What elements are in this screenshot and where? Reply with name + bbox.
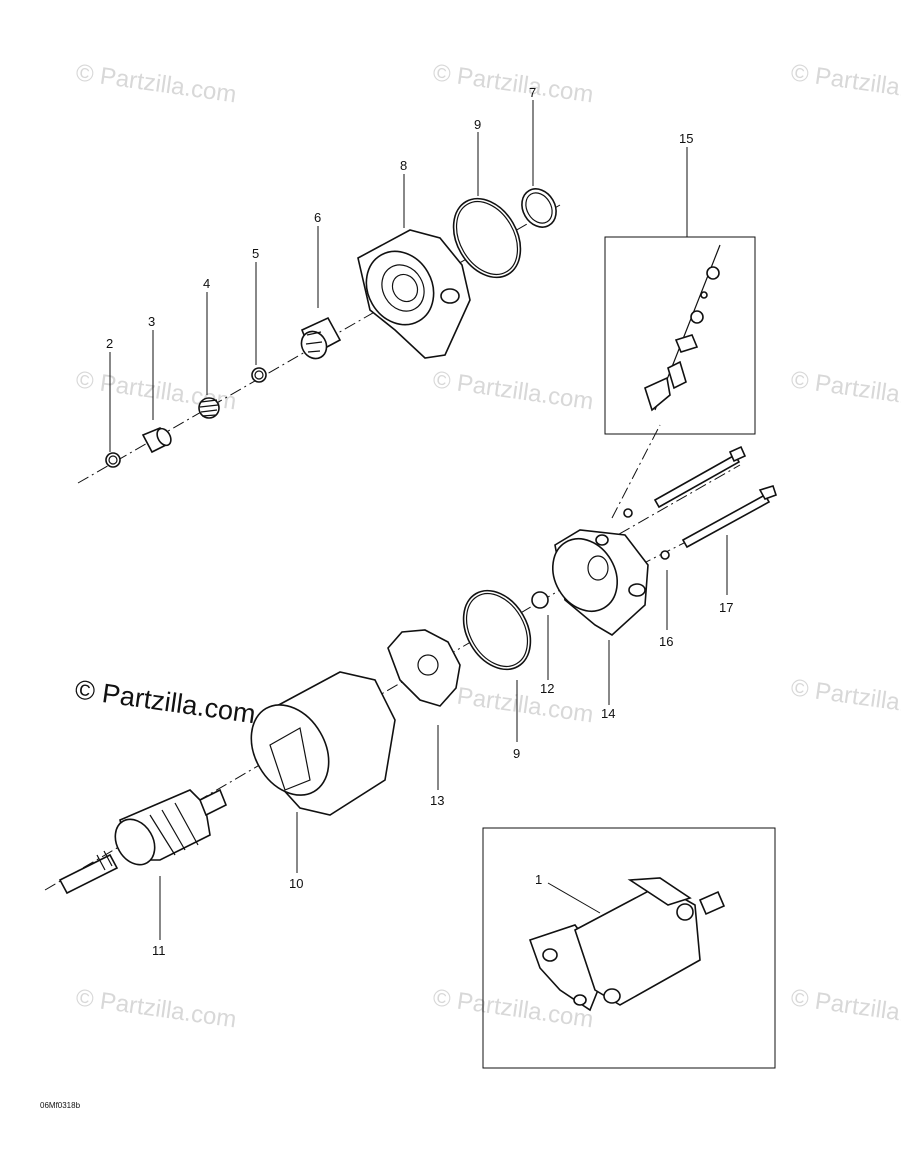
callout-label: 5 bbox=[252, 246, 259, 261]
nut-part bbox=[623, 508, 670, 560]
watermark: © Partzilla.com bbox=[789, 674, 901, 723]
callout-label: 17 bbox=[719, 600, 733, 615]
watermark-main: © Partzilla.com bbox=[73, 674, 257, 729]
watermark: © Partzilla.com bbox=[789, 366, 901, 415]
drive-housing-part bbox=[357, 229, 471, 359]
starter-assembly-inset-frame bbox=[482, 827, 776, 1069]
callout-label: 15 bbox=[679, 131, 693, 146]
brush-plate-part bbox=[387, 629, 461, 707]
callout-label: 16 bbox=[659, 634, 673, 649]
watermark: © Partzilla.com bbox=[431, 59, 595, 108]
watermark: © Partzilla.com bbox=[74, 984, 238, 1033]
o-ring-lower-part bbox=[462, 589, 532, 671]
callout-labels: 1 2 3 4 5 6 7 8 9 9 10 11 12 13 14 15 16… bbox=[106, 85, 733, 958]
o-ring-part bbox=[452, 197, 522, 279]
leader-lines bbox=[109, 100, 728, 940]
brush-assembly-inset-frame bbox=[604, 236, 756, 435]
callout-label: 9 bbox=[513, 746, 520, 761]
callout-label: 12 bbox=[540, 681, 554, 696]
callout-label: 1 bbox=[535, 872, 542, 887]
callout-label: 8 bbox=[400, 158, 407, 173]
callout-label: 11 bbox=[152, 943, 166, 958]
callout-label: 9 bbox=[474, 117, 481, 132]
callout-label: 13 bbox=[430, 793, 444, 808]
washer-part bbox=[251, 367, 267, 383]
armature-part bbox=[58, 788, 228, 895]
drawing-code: 06Mf0318b bbox=[40, 1101, 81, 1110]
small-o-ring-part bbox=[531, 591, 549, 609]
callout-label: 7 bbox=[529, 85, 536, 100]
starter-assembly-part bbox=[528, 877, 726, 1012]
snap-ring-part bbox=[105, 452, 121, 468]
watermark: © Partzilla.com bbox=[789, 984, 901, 1033]
watermark: © Partzilla.com bbox=[74, 59, 238, 108]
long-bolt-part bbox=[653, 445, 747, 509]
watermark: © Partzilla.com bbox=[431, 366, 595, 415]
callout-label: 14 bbox=[601, 706, 615, 721]
watermark: © Partzilla.com bbox=[789, 59, 901, 108]
callout-label: 3 bbox=[148, 314, 155, 329]
callout-label: 2 bbox=[106, 336, 113, 351]
stopper-collar-part bbox=[141, 426, 172, 454]
callout-label: 6 bbox=[314, 210, 321, 225]
brush-assembly-part bbox=[644, 244, 721, 412]
callout-label: 4 bbox=[203, 276, 210, 291]
bushing-ring-part bbox=[521, 188, 557, 228]
end-cover-part bbox=[552, 529, 649, 636]
pinion-gear-part bbox=[300, 316, 342, 360]
long-bolt-part bbox=[681, 485, 778, 549]
callout-label: 10 bbox=[289, 876, 303, 891]
yoke-housing-part bbox=[250, 671, 396, 816]
spring-part bbox=[198, 397, 220, 419]
